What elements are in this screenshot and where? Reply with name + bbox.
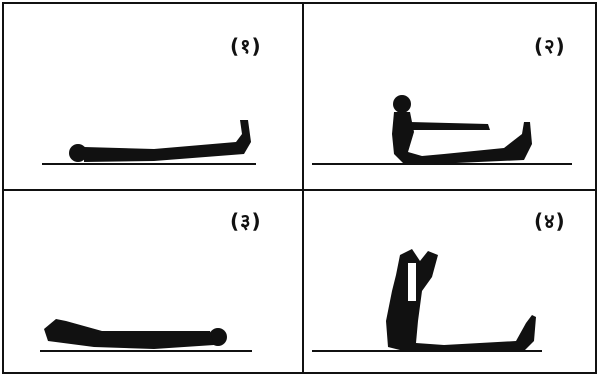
panel-3: (३) [4, 191, 302, 374]
pose-2-figure [304, 4, 597, 189]
panel-1: (१) [4, 4, 302, 189]
pose-3-figure [4, 191, 302, 374]
panel-2: (२) [304, 4, 597, 189]
pose-1-figure [4, 4, 302, 189]
panel-4: (४) [304, 191, 597, 374]
pose-4-figure [304, 191, 597, 374]
